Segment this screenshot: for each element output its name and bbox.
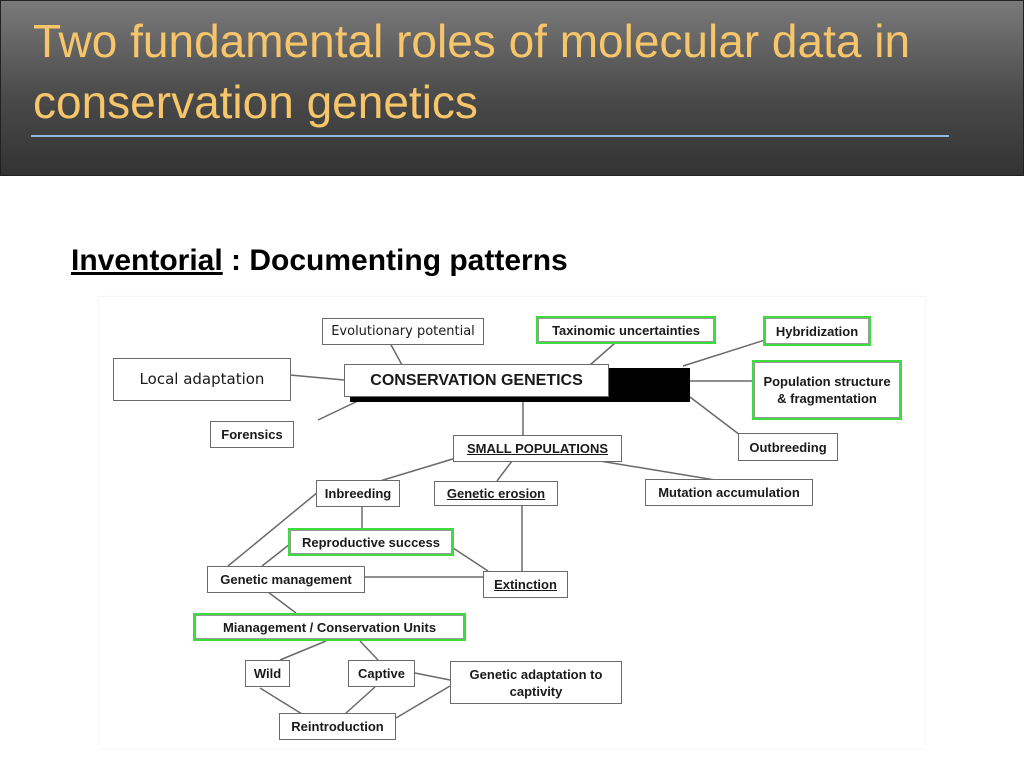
connector-mutation bbox=[599, 460, 716, 481]
connector-captive-adaptation bbox=[414, 672, 451, 681]
connector-inbreeding-management bbox=[227, 491, 319, 567]
node-outbreeding: Outbreeding bbox=[738, 433, 838, 461]
connector-wild-reintroduction bbox=[259, 687, 303, 715]
slide-header: Two fundamental roles of molecular data … bbox=[0, 0, 1024, 176]
connector-management-units bbox=[267, 591, 297, 614]
connector-forensics bbox=[317, 399, 361, 421]
connector-captive-reintroduction bbox=[344, 686, 376, 715]
node-genetic-adaptation-captivity: Genetic adaptation to captivity bbox=[450, 661, 622, 704]
genetic-erosion-label: Genetic erosion bbox=[446, 486, 546, 501]
node-reintroduction: Reintroduction bbox=[279, 713, 396, 740]
subtitle-text: : Documenting patterns bbox=[222, 244, 568, 277]
node-genetic-erosion: Genetic erosion bbox=[434, 481, 558, 506]
slide-title: Two fundamental roles of molecular data … bbox=[33, 15, 911, 128]
node-management-units: Mianagement / Conservation Units bbox=[193, 613, 466, 641]
node-local-adaptation: Local adaptation bbox=[113, 358, 291, 401]
node-population-structure: Population structure & fragmentation bbox=[752, 360, 902, 420]
small-populations-label: SMALL POPULATIONS bbox=[466, 441, 609, 456]
connector-adaptation-reintroduction bbox=[395, 685, 451, 719]
connector-repro-extinction bbox=[449, 545, 489, 572]
node-taxonomic-uncertainties: Taxinomic uncertainties bbox=[536, 316, 716, 344]
node-evolutionary-potential: Evolutionary potential bbox=[322, 318, 484, 345]
connector-hybridization bbox=[682, 339, 766, 367]
node-conservation-genetics: CONSERVATION GENETICS bbox=[344, 364, 609, 397]
subtitle-keyword: Inventorial bbox=[71, 244, 223, 277]
node-forensics: Forensics bbox=[210, 421, 294, 448]
node-mutation-accumulation: Mutation accumulation bbox=[645, 479, 813, 506]
connector-repro-management bbox=[261, 543, 291, 567]
connector-local-adaptation bbox=[289, 374, 345, 381]
extinction-label: Extinction bbox=[494, 577, 557, 592]
node-extinction: Extinction bbox=[483, 571, 568, 598]
node-reproductive-success: Reproductive success bbox=[288, 528, 454, 556]
connector-taxonomic bbox=[589, 342, 616, 366]
node-genetic-management: Genetic management bbox=[207, 566, 365, 593]
title-underline bbox=[31, 135, 949, 137]
node-inbreeding: Inbreeding bbox=[316, 480, 400, 507]
connector-units-captive bbox=[359, 640, 379, 661]
connector-genetic-erosion bbox=[496, 460, 513, 482]
node-small-populations: SMALL POPULATIONS bbox=[453, 435, 622, 462]
slide-subtitle: Inventorial : Documenting patterns bbox=[71, 244, 568, 278]
node-wild: Wild bbox=[245, 660, 290, 687]
node-captive: Captive bbox=[348, 660, 415, 687]
connector-evolutionary-potential bbox=[389, 342, 403, 366]
connector-outbreeding bbox=[689, 396, 741, 436]
connector-inbreeding bbox=[379, 457, 457, 482]
connector-units-wild bbox=[279, 640, 327, 661]
node-hybridization: Hybridization bbox=[763, 316, 871, 346]
